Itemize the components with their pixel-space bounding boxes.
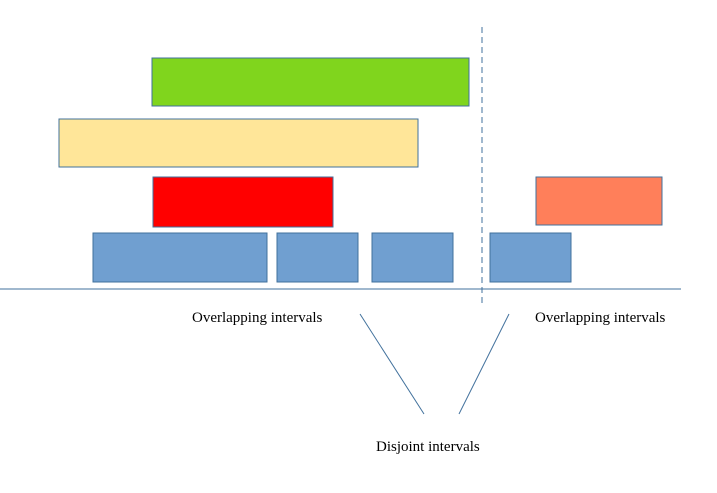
blue-interval-bar-3 xyxy=(371,232,454,283)
disjoint-intervals-label: Disjoint intervals xyxy=(376,439,480,455)
blue-interval-bar-4 xyxy=(489,232,572,283)
yellow-interval-bar xyxy=(58,118,419,168)
blue-interval-bar-1 xyxy=(92,232,268,283)
red-interval-bar xyxy=(152,176,334,228)
salmon-interval-bar xyxy=(535,176,663,226)
overlapping-intervals-label-right: Overlapping intervals xyxy=(535,310,666,326)
blue-interval-bar-2 xyxy=(276,232,359,283)
pointer-line-left xyxy=(359,313,425,415)
overlapping-intervals-label-left: Overlapping intervals xyxy=(192,310,323,326)
green-interval-bar xyxy=(151,57,470,107)
pointer-line-right xyxy=(458,313,510,415)
